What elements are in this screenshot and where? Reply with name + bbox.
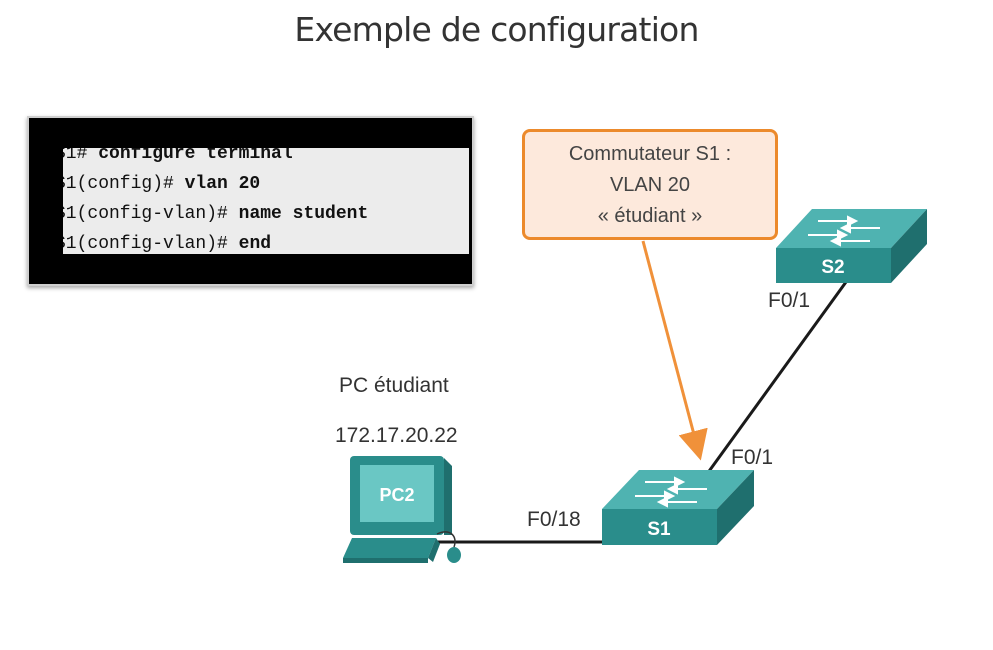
page-title: Exemple de configuration xyxy=(294,10,699,49)
pc-icon: PC2 xyxy=(343,456,461,563)
port-label-s2-f0-1: F0/1 xyxy=(768,289,811,312)
cli-prompt: S1(config-vlan)# xyxy=(63,204,239,224)
cli-command: end xyxy=(238,234,272,254)
callout-line-2: VLAN 20 xyxy=(609,174,691,196)
cli-command: name student xyxy=(238,204,369,224)
cli-line-1: S1# configure terminal xyxy=(63,148,368,169)
switch-callout: Commutateur S1 : VLAN 20 « étudiant » xyxy=(522,129,778,240)
port-label-s1-f0-18: F0/18 xyxy=(527,508,581,531)
cli-output: S1# configure terminal S1(config)# vlan … xyxy=(63,148,469,254)
cli-command: configure terminal xyxy=(98,148,293,164)
switch-s1-label: S1 xyxy=(647,519,671,540)
cli-prompt: S1# xyxy=(63,148,88,164)
cli-line-4: S1(config-vlan)# end xyxy=(63,229,368,254)
callout-line-3: « étudiant » xyxy=(597,205,703,227)
cli-prompt: S1(config)# xyxy=(63,174,185,194)
switch-s2-icon: S2 xyxy=(776,209,927,283)
link-s1-s2 xyxy=(705,281,848,475)
switch-s1-icon: S1 xyxy=(602,470,754,545)
port-label-s1-f0-1: F0/1 xyxy=(731,446,774,469)
pc-label: PC2 xyxy=(379,485,414,505)
cli-terminal: S1# configure terminal S1(config)# vlan … xyxy=(27,116,474,286)
cli-prompt: S1(config-vlan)# xyxy=(63,234,239,254)
callout-line-1: Commutateur S1 : xyxy=(568,143,732,165)
cli-line-3: S1(config-vlan)# name student xyxy=(63,199,368,229)
pc-ip-label: 172.17.20.22 xyxy=(335,424,458,447)
callout-arrow xyxy=(641,240,708,461)
cli-line-2: S1(config)# vlan 20 xyxy=(63,169,368,199)
cli-command: vlan 20 xyxy=(184,174,261,194)
switch-s2-label: S2 xyxy=(821,257,844,278)
pc-name-label: PC étudiant xyxy=(339,374,449,397)
